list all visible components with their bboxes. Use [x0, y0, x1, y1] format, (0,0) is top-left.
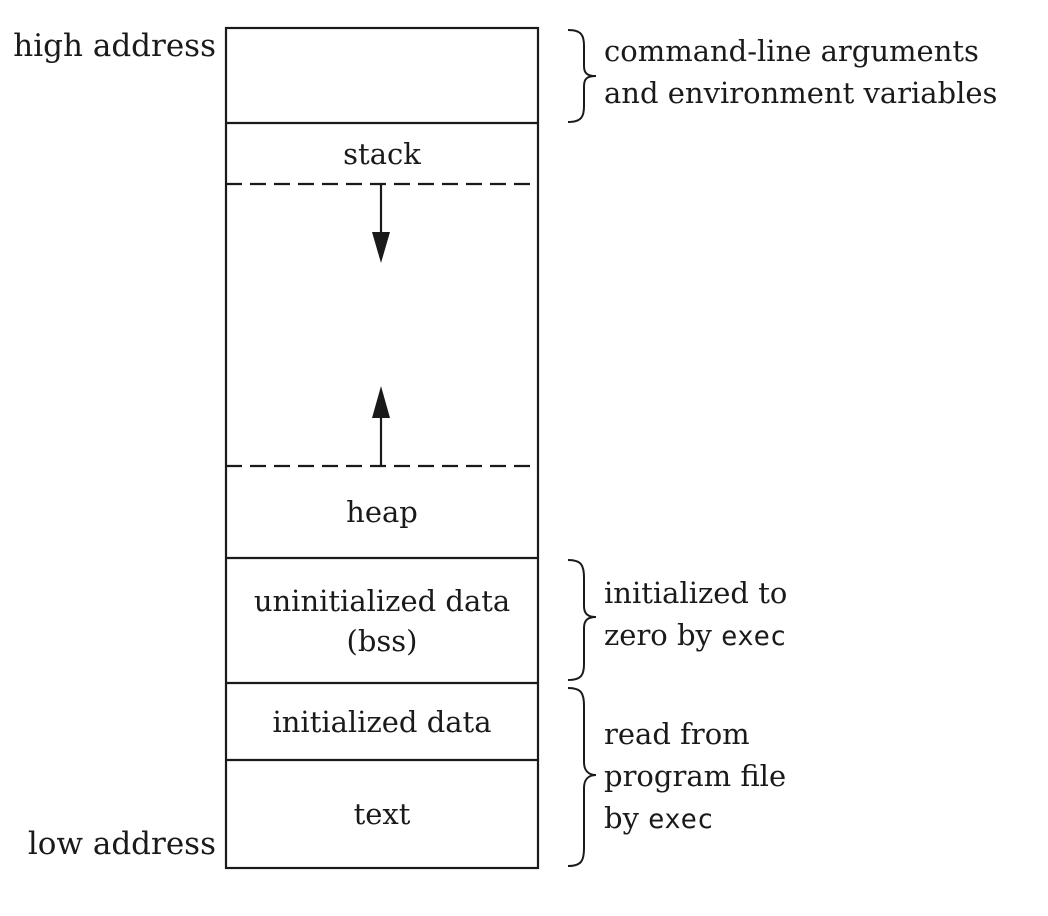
bss-label-line2: (bss) [346, 623, 418, 658]
initialized-data-segment: initialized data [226, 683, 538, 760]
heap-segment: heap [226, 466, 538, 558]
heap-grow-up-arrowhead [372, 386, 390, 418]
high-address-label: high address [13, 28, 216, 64]
stack-label: stack [343, 136, 421, 171]
file-annotation-line3: by exec [604, 797, 786, 841]
file-brace [567, 687, 597, 867]
heap-label: heap [346, 495, 418, 529]
stack-grow-down-arrowhead [372, 232, 390, 263]
bss-brace [567, 559, 597, 681]
bss-annotation: initialized to zero by exec [604, 572, 787, 658]
bss-annotation-line2: zero by exec [604, 614, 787, 658]
program-file-annotation: read from program file by exec [604, 713, 786, 841]
stack-segment: stack [226, 123, 538, 184]
file-annotation-line2: program file [604, 759, 787, 793]
args-brace [567, 29, 597, 123]
text-segment: text [226, 760, 538, 868]
bss-segment: uninitialized data (bss) [226, 558, 538, 683]
args-annotation-line2: and environment variables [604, 76, 998, 110]
args-env-annotation: command-line arguments and environment v… [604, 30, 997, 114]
file-annotation-line3-text: by [604, 801, 649, 835]
file-annotation-exec-code: exec [648, 804, 714, 835]
text-label: text [353, 797, 411, 831]
initialized-data-label: initialized data [272, 704, 492, 739]
file-annotation-line1: read from [604, 717, 750, 751]
bss-annotation-line2-text: zero by [604, 618, 722, 652]
low-address-label: low address [27, 826, 216, 862]
bss-annotation-exec-code: exec [721, 621, 787, 652]
bss-annotation-line1: initialized to [604, 576, 788, 610]
args-annotation-line1: command-line arguments [604, 34, 979, 68]
bss-label-line1: uninitialized data [253, 583, 511, 618]
memory-box-outline [224, 26, 540, 870]
